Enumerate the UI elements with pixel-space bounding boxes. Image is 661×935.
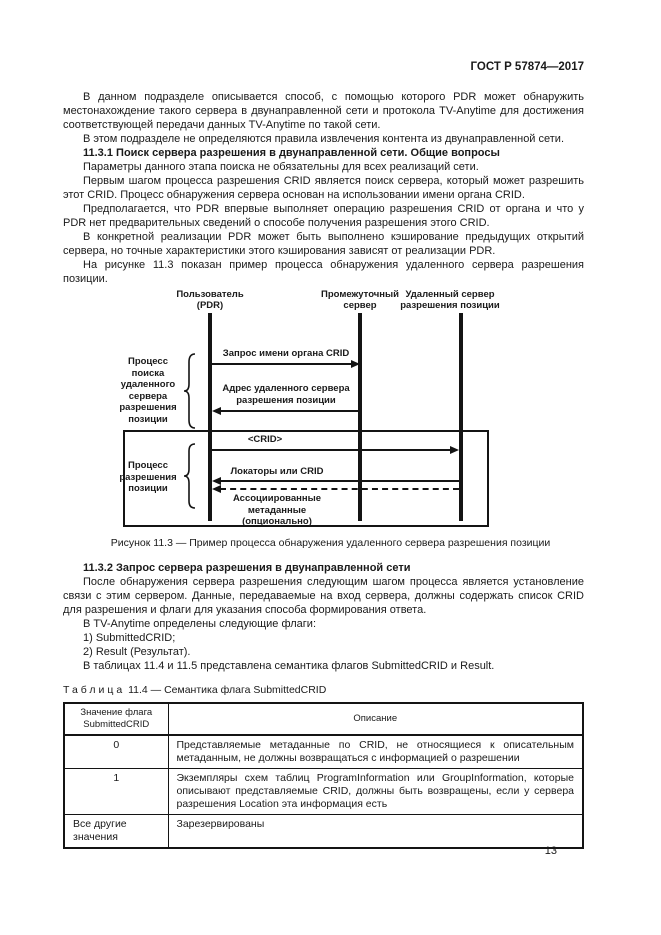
paragraph: В данном подразделе описывается способ, … [63, 91, 584, 131]
message-arrow-4 [220, 480, 459, 482]
table-row: Все другие значения Зарезервированы [63, 814, 584, 849]
paragraph: В TV-Anytime определены следующие флаги: [83, 618, 316, 630]
table-row: 1 Экземпляры схем таблиц ProgramInformat… [63, 768, 584, 815]
paragraph: 1) SubmittedCRID; [83, 632, 176, 644]
message-arrow-5-dashed [220, 488, 459, 490]
table-title: Таблица 11.4 — Семантика флага Submitted… [63, 684, 584, 696]
table-cell-description: Зарезервированы [167, 814, 584, 849]
message-label-associated-metadata: Ассоциированные метаданные (опционально) [232, 493, 322, 527]
lifeline-label-intermediate-server: Промежуточный сервер [321, 289, 399, 311]
paragraph: 2) Result (Результат). [83, 646, 191, 658]
sequence-diagram-figure: Пользователь (PDR) Промежуточный сервер … [0, 287, 661, 553]
lifeline-label-user-pdr: Пользователь (PDR) [176, 289, 244, 311]
table-header-flag-value: Значение флага SubmittedCRID [63, 702, 169, 736]
paragraph: В конкретной реализации PDR может быть в… [63, 231, 584, 257]
group-brace-resolution [183, 443, 196, 509]
table-header-description: Описание [167, 702, 584, 736]
arrowhead-left-icon [212, 485, 221, 493]
table-row: 0 Представляемые метаданные по CRID, не … [63, 734, 584, 769]
resolution-process-box [123, 430, 489, 527]
group-label-search-process: Процесс поиска удаленного сервера разреш… [119, 356, 177, 425]
table-title-rest: 11.4 — Семантика флага SubmittedCRID [125, 684, 327, 696]
table-cell-description: Экземпляры схем таблиц ProgramInformatio… [167, 768, 584, 815]
lifeline-label-remote-server: Удаленный сервер разрешения позиции [400, 289, 500, 311]
upper-text-block: В данном подразделе описывается способ, … [63, 90, 584, 286]
table-word: Таблица [63, 684, 126, 696]
page-number: 13 [544, 845, 557, 857]
table-header-row: Значение флага SubmittedCRID Описание [63, 702, 584, 736]
message-arrow-3 [212, 449, 451, 451]
paragraph: Предполагается, что PDR впервые выполняе… [63, 203, 584, 229]
arrowhead-left-icon [212, 477, 221, 485]
arrowhead-right-icon [351, 360, 360, 368]
figure-caption: Рисунок 11.3 — Пример процесса обнаружен… [110, 537, 551, 549]
arrowhead-right-icon [450, 446, 459, 454]
paragraph: В таблицах 11.4 и 11.5 представлена сема… [83, 660, 495, 672]
table-cell-value: Все другие значения [63, 814, 169, 849]
standard-number-header: ГОСТ Р 57874—2017 [470, 61, 584, 73]
message-label-remote-server-address: Адрес удаленного сервера разрешения пози… [222, 383, 350, 406]
lower-text-block: 11.3.2 Запрос сервера разрешения в двуна… [63, 561, 584, 673]
message-label-crid-authority-request: Запрос имени органа CRID [222, 348, 350, 359]
table-cell-value: 0 [63, 734, 169, 769]
section-heading-11-3-2: 11.3.2 Запрос сервера разрешения в двуна… [83, 562, 411, 574]
table-11-4-section: Таблица 11.4 — Семантика флага Submitted… [63, 684, 584, 849]
arrowhead-left-icon [212, 407, 221, 415]
lifeline-intermediate [358, 313, 362, 521]
section-heading-11-3-1: 11.3.1 Поиск сервера разрешения в двунап… [83, 147, 500, 159]
group-brace-search [183, 353, 196, 429]
message-arrow-1 [212, 363, 352, 365]
paragraph: Первым шагом процесса разрешения CRID яв… [63, 175, 584, 201]
paragraph: Параметры данного этапа поиска не обязат… [83, 161, 479, 173]
lifeline-user [208, 313, 212, 521]
paragraph: На рисунке 11.3 показан пример процесса … [63, 259, 584, 285]
message-arrow-2 [220, 410, 360, 412]
paragraph: После обнаружения сервера разрешения сле… [63, 576, 584, 616]
table-cell-description: Представляемые метаданные по CRID, не от… [167, 734, 584, 769]
paragraph: В этом подразделе не определяются правил… [83, 133, 565, 145]
group-label-resolution-process: Процесс разрешения позиции [119, 460, 177, 494]
message-label-locators-or-crid: Локаторы или CRID [230, 466, 324, 477]
table-cell-value: 1 [63, 768, 169, 815]
lifeline-remote [459, 313, 463, 521]
submittedcrid-semantics-table: Значение флага SubmittedCRID Описание 0 … [63, 702, 584, 849]
message-label-crid: <CRID> [247, 434, 283, 445]
